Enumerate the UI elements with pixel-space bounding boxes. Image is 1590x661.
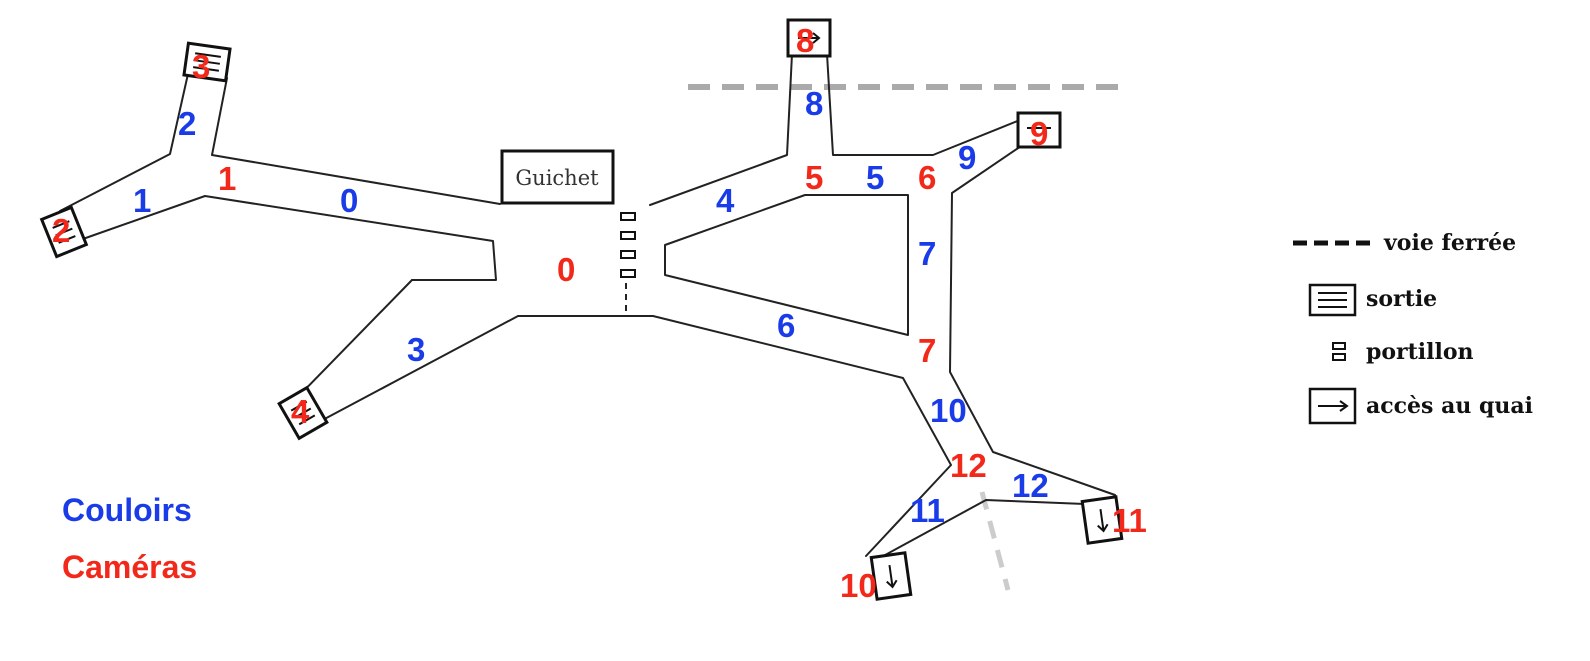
camera-label: 7	[918, 332, 936, 369]
corridor-label: 4	[716, 182, 735, 219]
corridor-label: 0	[340, 182, 358, 219]
camera-label: 9	[1030, 115, 1048, 152]
camera-label: 4	[291, 393, 310, 430]
acces-quai-icon	[1080, 495, 1124, 545]
corridor-label: 9	[958, 139, 976, 176]
acces-quai-icon	[869, 551, 913, 601]
corridor-label: 3	[407, 331, 425, 368]
corridor-label: 1	[133, 182, 151, 219]
acces-quai-icon	[1308, 387, 1357, 425]
corridor-label: 11	[910, 492, 945, 529]
camera-label: 5	[805, 159, 823, 196]
acces-quai-icon	[786, 18, 832, 58]
corridor-walls	[59, 53, 1116, 561]
portillon-icon	[620, 231, 636, 240]
legend-rail-label: voie ferrée	[1383, 230, 1516, 256]
sortie-icon	[39, 205, 89, 259]
corridor-label: 12	[1012, 467, 1049, 504]
legend-portillon-label: portillon	[1366, 339, 1474, 365]
camera-label: 1	[218, 160, 236, 197]
portillon-icon	[620, 269, 636, 278]
sortie-icon	[277, 385, 329, 441]
corridor-label: 8	[805, 85, 823, 122]
corridor-label: 10	[930, 392, 967, 429]
camera-label: 11	[1112, 502, 1147, 539]
guichet: Guichet	[500, 149, 615, 205]
corridor-label: 6	[777, 307, 795, 344]
camera-labels: 0 1 2 3 4 5 6 7 8 9 10 11 12	[52, 22, 1147, 604]
camera-label: 12	[950, 447, 987, 484]
corridor-labels: 0 1 2 3 4 5 6 7 8 9 10 11 12	[133, 85, 1049, 529]
corridor-label: 7	[918, 235, 936, 272]
camera-label: 8	[796, 22, 814, 59]
corridor-label: 5	[866, 159, 884, 196]
portillon-icon	[620, 212, 636, 221]
camera-label: 10	[840, 567, 877, 604]
sortie-icon	[182, 41, 232, 83]
cameras-title: Caméras	[62, 549, 197, 585]
legend: voie ferrée sortie portillon accès au qu…	[1293, 230, 1533, 425]
portillon-icon	[620, 250, 636, 259]
sortie-icon	[1016, 111, 1062, 149]
corridor-label: 2	[178, 105, 196, 142]
guichet-label: Guichet	[515, 166, 599, 190]
sortie-icon	[1308, 283, 1357, 317]
legend-acces-quai-label: accès au quai	[1366, 393, 1533, 419]
camera-label: 2	[52, 212, 70, 249]
camera-label: 3	[192, 48, 210, 85]
camera-label: 6	[918, 159, 936, 196]
railway-track-bottom	[979, 491, 1011, 591]
couloirs-title: Couloirs	[62, 492, 192, 528]
portillon-icon	[1332, 342, 1346, 361]
camera-label: 0	[557, 251, 575, 288]
gate-group	[620, 212, 636, 278]
legend-sortie-label: sortie	[1366, 286, 1437, 312]
